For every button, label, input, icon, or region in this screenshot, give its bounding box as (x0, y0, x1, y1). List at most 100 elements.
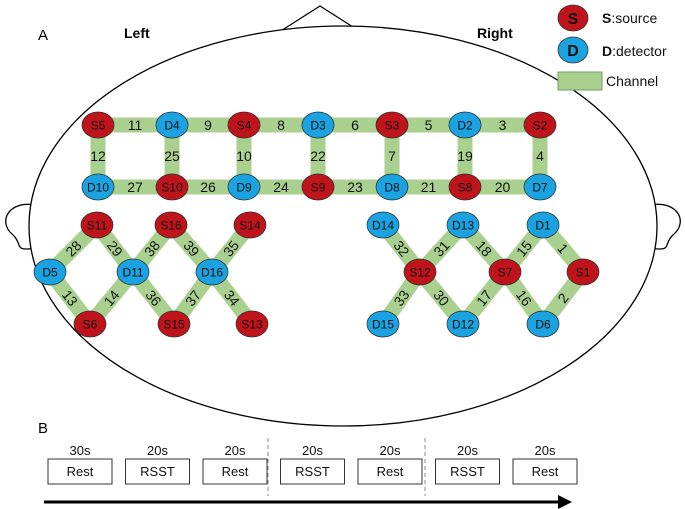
source-marker (227, 111, 261, 139)
detector-marker (81, 173, 115, 201)
optode-s10: S10 (155, 173, 189, 201)
detector-marker (366, 211, 400, 239)
detector-label: D6 (535, 318, 551, 332)
source-marker (81, 111, 115, 139)
optode-s1: S1 (566, 258, 600, 286)
channel-label-5: 5 (425, 117, 433, 133)
channel-label-20: 20 (495, 179, 511, 195)
source-marker (80, 211, 114, 239)
left-ear-shape (5, 203, 37, 250)
block-box (357, 458, 423, 485)
block-duration: 20s (225, 443, 246, 458)
legend-source-prefix: S (602, 10, 611, 26)
optode-d7: D7 (523, 173, 557, 201)
detector-label: D13 (452, 219, 474, 233)
optode-s11: S11 (80, 211, 114, 239)
panel-a-label: A (38, 27, 48, 44)
optode-d11: D11 (116, 258, 150, 286)
channel-label-6: 6 (351, 117, 359, 133)
channel-label-7: 7 (388, 148, 396, 164)
optode-s5: S5 (81, 111, 115, 139)
detector-label: D2 (457, 119, 473, 133)
optode-s7: S7 (488, 258, 522, 286)
block-task: Rest (67, 464, 94, 479)
detector-label: D15 (372, 318, 394, 332)
source-marker (73, 310, 107, 338)
timeline: 30sRest20sRSST20sRest20sRSST20sRest20sRS… (47, 443, 578, 485)
detector-label: D16 (201, 266, 223, 280)
source-label: S12 (409, 266, 431, 280)
legend-detector-desc: :detector (612, 43, 667, 59)
optode-d16: D16 (195, 258, 229, 286)
detector-marker (227, 173, 261, 201)
optode-d4: D4 (155, 111, 189, 139)
detector-marker (155, 111, 189, 139)
source-label: S11 (87, 219, 108, 233)
block-duration: 20s (380, 443, 401, 458)
legend-detector-prefix: D (602, 43, 612, 59)
optode-s13: S13 (235, 310, 269, 338)
source-label: S6 (83, 318, 98, 332)
source-marker (403, 258, 437, 286)
legend-detector-text: D:detector (602, 43, 667, 59)
block-task: Rest (222, 464, 249, 479)
detector-marker (301, 111, 335, 139)
source-label: S4 (237, 119, 252, 133)
block-box (435, 458, 500, 485)
channel-label-12: 12 (90, 148, 106, 164)
optode-d10: D10 (81, 173, 115, 201)
source-marker (523, 111, 557, 139)
block-task: Rest (377, 464, 404, 479)
channel-label-26: 26 (200, 179, 216, 195)
legend-detector-marker (557, 36, 589, 64)
channel-label-23: 23 (347, 179, 363, 195)
block-duration: 20s (457, 443, 478, 458)
channel-label-27: 27 (127, 179, 143, 195)
source-label: S3 (385, 119, 400, 133)
detector-label: D11 (122, 266, 143, 280)
detector-label: D8 (384, 181, 400, 195)
optode-s6: S6 (73, 310, 107, 338)
optode-s2: S2 (523, 111, 557, 139)
source-marker (488, 258, 522, 286)
optode-d14: D14 (366, 211, 400, 239)
optode-d5: D5 (33, 258, 67, 286)
left-hemisphere-label: Left (124, 25, 150, 41)
block-task: RSST (295, 464, 330, 479)
optode-s16: S16 (154, 211, 188, 239)
detector-label: D4 (164, 119, 180, 133)
block-box (512, 458, 578, 485)
detector-label: D14 (372, 219, 394, 233)
block-task: RSST (450, 464, 485, 479)
channel-label-25: 25 (164, 148, 180, 164)
block-box (202, 458, 268, 485)
detector-marker (523, 173, 557, 201)
optode-s8: S8 (448, 173, 482, 201)
block-duration: 20s (535, 443, 556, 458)
optode-s3: S3 (375, 111, 409, 139)
source-label: S8 (458, 181, 473, 195)
source-label: S13 (241, 318, 263, 332)
legend: S S:source D D:detector Channel (557, 4, 667, 91)
optode-d13: D13 (446, 211, 480, 239)
block-duration: 20s (147, 443, 168, 458)
legend-source-desc: :source (611, 10, 657, 26)
channel-label-19: 19 (457, 148, 473, 164)
optode-d2: D2 (448, 111, 482, 139)
detector-marker (448, 111, 482, 139)
block-box (47, 458, 113, 485)
channel-label-3: 3 (499, 117, 507, 133)
source-label: S15 (163, 318, 185, 332)
legend-source-marker (557, 4, 589, 32)
source-label: S7 (498, 266, 513, 280)
channel-label-22: 22 (310, 148, 326, 164)
legend-source-symbol: S (568, 11, 579, 28)
